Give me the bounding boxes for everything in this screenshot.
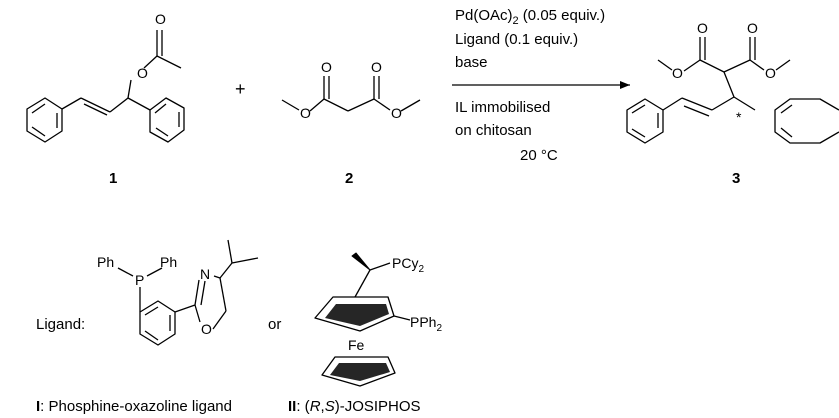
atom-o-carbonyl-1: O — [155, 11, 166, 27]
atom-p-ligand-I: P — [135, 272, 144, 288]
compound-2-structure — [281, 76, 421, 112]
atom-ph-right: Ph — [160, 254, 177, 270]
atom-o-carbonyl-2b: O — [371, 59, 382, 75]
ligand-II-caption: II: (R,S)-JOSIPHOS — [288, 398, 421, 415]
ligand-II-structure — [314, 252, 411, 387]
condition-temperature: 20 °C — [520, 147, 558, 164]
compound-1-structure — [26, 30, 185, 143]
atom-pph2: PPh2 — [410, 314, 442, 334]
ligand-label: Ligand: — [36, 316, 85, 333]
condition-il-line2: on chitosan — [455, 122, 532, 139]
or-label: or — [268, 316, 281, 333]
atom-o-carbonyl-2a: O — [321, 59, 332, 75]
atom-pcy2: PCy2 — [392, 255, 424, 275]
atom-o-methoxy-3b: O — [765, 65, 776, 81]
condition-ligand: Ligand (0.1 equiv.) — [455, 31, 578, 48]
atom-n-oxazoline: N — [200, 266, 210, 282]
atom-o-ester-1: O — [137, 65, 148, 81]
atom-o-methoxy-2a: O — [300, 105, 311, 121]
condition-il-line1: IL immobilised — [455, 99, 550, 116]
atom-fe: Fe — [348, 337, 365, 353]
atom-o-oxazoline: O — [201, 321, 212, 337]
plus-sign: + — [235, 79, 246, 99]
compound-2-label: 2 — [345, 170, 353, 187]
compound-3-structure — [626, 37, 839, 144]
condition-catalyst: Pd(OAc)2 (0.05 equiv.) — [455, 7, 605, 27]
condition-base: base — [455, 54, 488, 71]
compound-1-label: 1 — [109, 170, 117, 187]
atom-o-carbonyl-3a: O — [697, 20, 708, 36]
compound-3-label: 3 — [732, 170, 740, 187]
atom-o-carbonyl-3b: O — [747, 20, 758, 36]
ligand-I-structure — [117, 239, 259, 346]
atom-o-methoxy-2b: O — [391, 105, 402, 121]
atom-ph-left: Ph — [97, 254, 114, 270]
reaction-arrow — [452, 81, 630, 89]
atom-o-methoxy-3a: O — [672, 65, 683, 81]
ligand-I-caption: I: Phosphine-oxazoline ligand — [36, 398, 232, 415]
stereocenter-marker: * — [736, 109, 742, 125]
